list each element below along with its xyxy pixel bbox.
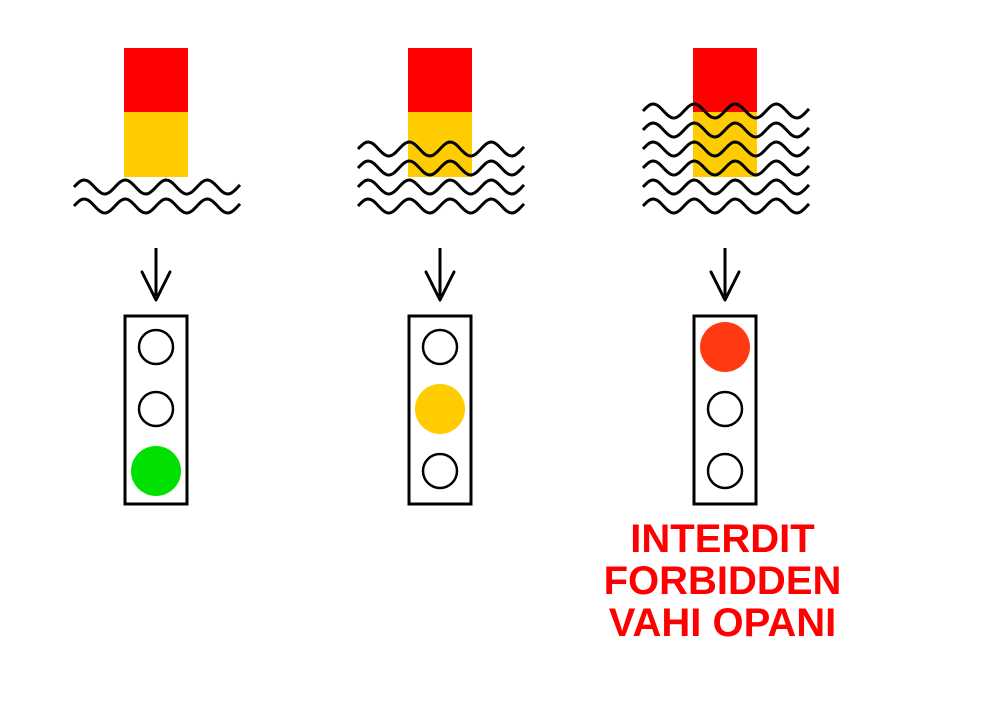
forbidden-warning: INTERDIT FORBIDDEN VAHI OPANI: [560, 518, 885, 644]
traffic-light-top-lit: [700, 322, 750, 372]
gauge-red-block: [693, 48, 757, 112]
water-wave-line: [356, 178, 526, 196]
gauge-red-block: [124, 48, 188, 112]
water-wave-line: [356, 197, 526, 215]
gauge-yellow-block: [124, 112, 188, 177]
water-wave-line: [356, 140, 526, 158]
water-wave-line: [641, 159, 811, 177]
panel-high: [641, 48, 811, 506]
traffic-light-middle-off: [137, 390, 175, 428]
water-wave-line: [72, 197, 242, 215]
panel-medium: [356, 48, 526, 506]
traffic-light-top-off: [421, 328, 459, 366]
gauge-red-block: [408, 48, 472, 112]
traffic-light-top-off: [137, 328, 175, 366]
down-arrow-icon: [709, 270, 741, 302]
warning-line-french: INTERDIT: [630, 517, 815, 561]
water-wave-line: [72, 178, 242, 196]
traffic-light-bottom-off: [421, 452, 459, 490]
traffic-light-middle-lit: [415, 384, 465, 434]
water-wave-line: [641, 197, 811, 215]
traffic-light-bottom-off: [706, 452, 744, 490]
traffic-light-bottom-lit: [131, 446, 181, 496]
warning-line-english: FORBIDDEN: [603, 559, 842, 603]
water-wave-line: [641, 102, 811, 120]
water-wave-line: [356, 159, 526, 177]
down-arrow-icon: [140, 270, 172, 302]
panel-low: [72, 48, 242, 506]
traffic-light-middle-off: [706, 390, 744, 428]
water-wave-line: [641, 121, 811, 139]
down-arrow-icon: [424, 270, 456, 302]
water-wave-line: [641, 140, 811, 158]
warning-line-local: VAHI OPANI: [608, 601, 837, 645]
water-wave-line: [641, 178, 811, 196]
